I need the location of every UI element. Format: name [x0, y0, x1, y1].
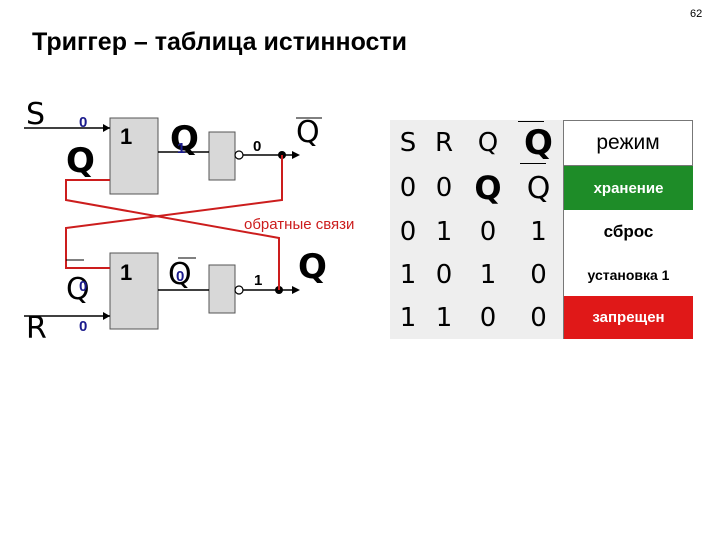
row1-s: 0 — [399, 217, 417, 247]
row0-q: Q — [474, 169, 502, 207]
table-bg — [390, 120, 563, 339]
row0-r: 0 — [435, 173, 453, 203]
top-gate — [109, 117, 159, 195]
q-bar-output-label: Q — [296, 115, 320, 150]
row1-q: 0 — [479, 217, 497, 247]
row3-q: 0 — [479, 302, 497, 333]
bottom-feedback-bit: 0 — [79, 278, 88, 295]
top-inverter — [208, 131, 236, 181]
bottom-gate-out-bit: 0 — [176, 268, 185, 285]
header-mode: режим — [563, 120, 693, 166]
bottom-input-r-bit: 0 — [79, 318, 88, 335]
input-r-label: R — [26, 311, 47, 346]
q-label-top-left: Q — [66, 141, 95, 181]
row3-q-bar: 0 — [530, 302, 547, 333]
row3-r: 1 — [435, 302, 453, 333]
bottom-gate-value: 1 — [120, 260, 133, 285]
row1-r: 1 — [435, 217, 453, 247]
feedback-wire-bottom — [65, 179, 280, 290]
row2-s: 1 — [399, 260, 417, 290]
row2-q: 1 — [479, 260, 497, 290]
header-r: R — [434, 128, 454, 158]
truth-table: S R Q Q режим 0 0 Q Q хранение 0 1 0 1 с… — [390, 120, 693, 339]
row3-s: 1 — [399, 302, 417, 333]
page-title: Триггер – таблица истинности — [32, 28, 408, 56]
row2-mode: установка 1 — [563, 254, 693, 296]
row1-q-bar: 1 — [530, 217, 547, 247]
top-input-s-bit: 0 — [79, 114, 88, 131]
feedback-label: обратные связи — [244, 216, 355, 233]
page-number: 62 — [690, 8, 703, 20]
q-bar-label-bottom-left: Q — [66, 272, 90, 307]
row0-q-bar-overline — [520, 163, 546, 164]
header-q-bar-overline — [518, 121, 544, 122]
bottom-inverter — [208, 264, 236, 314]
bottom-gate — [109, 252, 159, 330]
top-gate-out-bit: 1 — [177, 140, 186, 157]
q-output-label: Q — [298, 247, 327, 287]
top-inverter-out-bit: 0 — [253, 138, 262, 155]
row2-r: 0 — [435, 260, 453, 290]
header-q-bar: Q — [524, 123, 553, 163]
row1-mode: сброс — [563, 210, 693, 254]
bottom-inverter-out-bit: 1 — [254, 272, 263, 289]
row2-q-bar: 0 — [530, 260, 547, 290]
header-q: Q — [477, 128, 499, 158]
row0-mode: хранение — [563, 166, 693, 210]
top-gate-value: 1 — [120, 124, 133, 149]
header-s: S — [399, 128, 417, 158]
row0-s: 0 — [399, 173, 417, 203]
input-s-label: S — [26, 97, 46, 132]
q-label-top-gate: Q — [170, 119, 199, 159]
row3-mode: запрещен — [563, 296, 693, 339]
row0-q-bar: Q — [526, 170, 551, 206]
feedback-wire-top — [65, 155, 283, 269]
q-bar-label-bottom-gate: Q — [168, 257, 192, 292]
